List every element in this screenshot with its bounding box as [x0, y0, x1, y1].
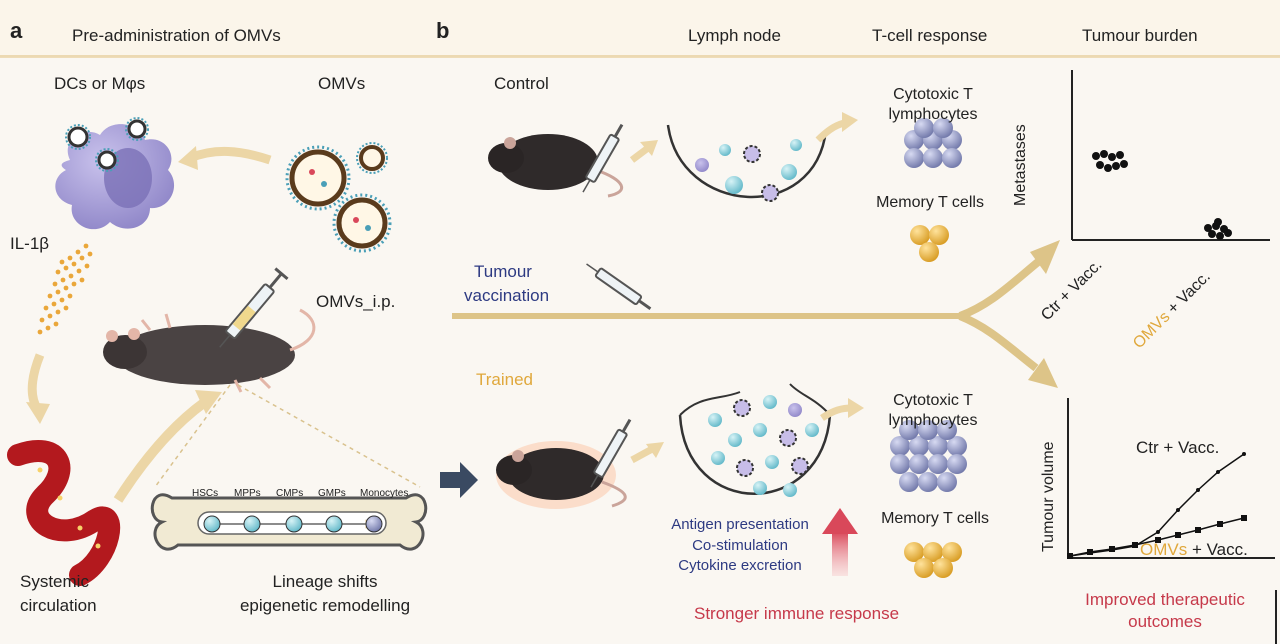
metastasis-point-omv	[1224, 229, 1232, 237]
metastasis-point-omv	[1214, 218, 1222, 226]
improved-line1: Improved therapeutic	[1085, 590, 1245, 609]
line-omv-vacc-point	[1241, 515, 1247, 521]
line-omv-part2: + Vacc.	[1187, 540, 1248, 559]
line-ctr-label: Ctr + Vacc.	[1136, 438, 1220, 457]
cytotoxic-control-line2: lymphocytes	[888, 106, 978, 123]
metastasis-point-ctr	[1096, 161, 1104, 169]
bone-stage-hscs: HSCs	[192, 488, 219, 499]
omv-vesicles-icon	[285, 142, 392, 253]
metastasis-point-ctr	[1120, 160, 1128, 168]
cytotoxic-cells-trained-icon	[890, 420, 967, 492]
systemic-line2: circulation	[20, 596, 97, 615]
cytotoxic-control-line1: Cytotoxic T	[893, 86, 973, 103]
syringe-icon-a	[219, 267, 289, 348]
line-omv-vacc-point	[1175, 532, 1181, 538]
line-omv-vacc-point	[1067, 553, 1073, 559]
vaccination-line2: vaccination	[464, 286, 550, 305]
bone-stage-gmps: GMPs	[318, 488, 346, 499]
tumour-burden-header: Tumour burden	[1082, 26, 1198, 45]
memory-control-label: Memory T cells	[876, 194, 984, 211]
metastasis-point-omv	[1204, 224, 1212, 232]
cytotoxic-trained-line1: Cytotoxic T	[893, 392, 973, 409]
mouse-injected-icon	[103, 308, 316, 393]
metastasis-point-ctr	[1116, 151, 1124, 159]
metastasis-point-ctr	[1092, 152, 1100, 160]
injection-label: OMVs_i.p.	[316, 292, 396, 311]
line-omv-part1: OMVs	[1140, 540, 1188, 559]
tumour-volume-axis-label: Tumour volume	[1040, 441, 1057, 552]
line-omv-vacc-point	[1195, 527, 1201, 533]
trained-label: Trained	[476, 370, 534, 389]
metastasis-point-omv	[1216, 232, 1224, 240]
memory-cells-control-icon	[910, 225, 949, 262]
syringe-icon-control	[582, 123, 624, 193]
line-ctr-vacc-point	[1176, 508, 1180, 512]
line-omv-vacc-point	[1087, 549, 1093, 555]
bone-stage-monocytes: Monocytes	[360, 488, 409, 499]
line-omv-vacc-point	[1132, 542, 1138, 548]
line-omv-vacc-point	[1217, 521, 1223, 527]
line-omv-vacc-point	[1109, 546, 1115, 552]
metastasis-point-ctr	[1100, 150, 1108, 158]
metastasis-point-omv	[1208, 230, 1216, 238]
vaccination-split-arrow	[452, 240, 1060, 388]
lymph-node-header: Lymph node	[688, 26, 781, 45]
lymph-node-control-icon	[666, 124, 828, 202]
metastasis-point-ctr	[1112, 162, 1120, 170]
cytotoxic-cells-control-icon	[904, 118, 962, 168]
metastases-chart	[1071, 70, 1270, 241]
mechanism-costim: Co-stimulation	[692, 537, 788, 554]
bone-stage-mpps: MPPs	[234, 488, 261, 499]
line-omv-vacc-point	[1155, 537, 1161, 543]
control-label: Control	[494, 74, 549, 93]
tcell-response-header: T-cell response	[872, 26, 988, 45]
metastasis-point-ctr	[1104, 164, 1112, 172]
metastases-axis-label: Metastases	[1012, 124, 1029, 206]
lineage-line2: epigenetic remodelling	[239, 596, 411, 615]
il1b-label: IL-1β	[10, 234, 50, 253]
mouse-control-icon	[488, 134, 624, 198]
systemic-line1: Systemic	[20, 572, 89, 591]
transition-arrow-icon	[440, 462, 478, 498]
improved-line2: outcomes	[1128, 612, 1202, 631]
syringe-icon-vaccination	[586, 263, 652, 310]
omvs-label: OMVs	[318, 74, 366, 93]
panel-a-letter: a	[10, 18, 23, 43]
cytotoxic-trained-line2: lymphocytes	[888, 412, 978, 429]
mouse-trained-icon	[496, 441, 627, 509]
syringe-icon-trained	[590, 418, 632, 488]
dcs-label: DCs or Mφs	[54, 74, 146, 93]
metastasis-point-ctr	[1108, 153, 1116, 161]
panel-b-letter: b	[436, 18, 450, 43]
stronger-response-label: Stronger immune response	[694, 604, 900, 623]
line-ctr-vacc-point	[1242, 452, 1246, 456]
mechanism-antigen: Antigen presentation	[671, 516, 809, 533]
line-ctr-vacc-point	[1196, 488, 1200, 492]
lymph-node-trained-icon	[678, 383, 832, 497]
panel-a-header: Pre-administration of OMVs	[72, 26, 281, 45]
bound-omv-icons	[65, 117, 149, 172]
line-omv-label: OMVs + Vacc.	[1140, 540, 1248, 560]
tumour-volume-chart	[1067, 398, 1275, 559]
line-ctr-vacc-point	[1156, 530, 1160, 534]
line-ctr-vacc-point	[1216, 470, 1220, 474]
blood-vessel-icon	[7, 440, 121, 586]
bone-marrow-icon	[150, 493, 428, 551]
memory-cells-trained-icon	[904, 542, 962, 578]
cytokine-dots	[37, 243, 93, 335]
memory-trained-label: Memory T cells	[881, 510, 989, 527]
vaccination-line1: Tumour	[474, 262, 532, 281]
lineage-line1: Lineage shifts	[272, 572, 378, 591]
bone-stage-cmps: CMPs	[276, 488, 304, 499]
stronger-response-arrow-icon	[822, 508, 858, 576]
mechanism-cytokine: Cytokine excretion	[678, 557, 802, 574]
